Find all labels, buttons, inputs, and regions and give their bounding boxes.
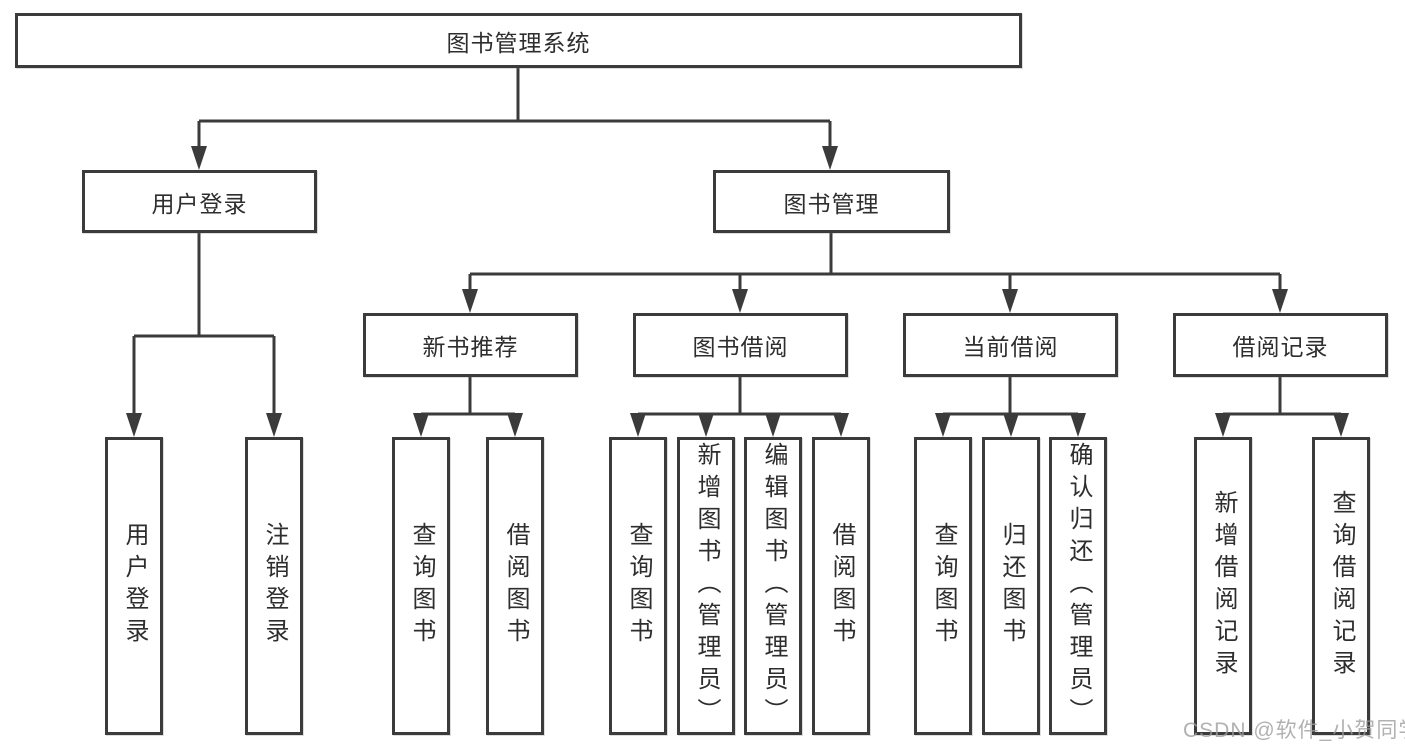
leaf-query-books-1: 查询图书 (392, 437, 450, 735)
leaf-edit-books-admin: 编辑图书（管理员） (744, 437, 802, 735)
leaf-query-borrow-record-label: 查询借阅记录 (1328, 490, 1355, 682)
node-library-system-label: 图书管理系统 (446, 29, 591, 56)
leaf-borrow-books-2-label: 借阅图书 (828, 522, 855, 650)
leaf-borrow-books-1-label: 借阅图书 (502, 522, 529, 650)
leaf-return-books: 归还图书 (982, 437, 1040, 735)
leaf-user-login-label: 用户登录 (121, 522, 148, 650)
leaf-query-books-3-label: 查询图书 (930, 522, 957, 650)
leaf-borrow-books-1: 借阅图书 (486, 437, 544, 735)
node-user-login-label: 用户登录 (151, 190, 248, 217)
leaf-query-books-2-label: 查询图书 (625, 522, 652, 650)
leaf-add-borrow-record-label: 新增借阅记录 (1210, 490, 1237, 682)
leaf-query-borrow-record: 查询借阅记录 (1312, 437, 1370, 735)
leaf-query-books-2: 查询图书 (609, 437, 667, 735)
leaf-logout-label: 注销登录 (261, 522, 288, 650)
node-book-borrow: 图书借阅 (633, 313, 848, 377)
node-current-borrow: 当前借阅 (903, 313, 1118, 377)
leaf-confirm-return-admin: 确认归还（管理员） (1049, 437, 1107, 735)
node-borrow-records: 借阅记录 (1173, 313, 1388, 377)
csdn-watermark: CSDN @软件_小贺同学 (1183, 719, 1405, 742)
node-library-system: 图书管理系统 (15, 13, 1022, 68)
node-borrow-records-label: 借阅记录 (1232, 334, 1329, 360)
node-user-login: 用户登录 (82, 170, 317, 233)
node-new-book-recommend: 新书推荐 (363, 313, 578, 377)
leaf-logout: 注销登录 (245, 437, 303, 735)
leaf-user-login: 用户登录 (105, 437, 163, 735)
leaf-return-books-label: 归还图书 (998, 522, 1025, 650)
leaf-add-books-admin: 新增图书（管理员） (677, 437, 735, 735)
node-book-management: 图书管理 (713, 170, 950, 233)
leaf-add-books-admin-label: 新增图书（管理员） (693, 442, 720, 730)
leaf-add-borrow-record: 新增借阅记录 (1194, 437, 1252, 735)
node-book-borrow-label: 图书借阅 (692, 334, 789, 360)
leaf-query-books-1-label: 查询图书 (408, 522, 435, 650)
leaf-edit-books-admin-label: 编辑图书（管理员） (760, 442, 787, 730)
leaf-confirm-return-admin-label: 确认归还（管理员） (1065, 442, 1092, 730)
node-book-management-label: 图书管理 (783, 190, 880, 217)
node-new-book-recommend-label: 新书推荐 (422, 334, 519, 360)
leaf-borrow-books-2: 借阅图书 (812, 437, 870, 735)
leaf-query-books-3: 查询图书 (914, 437, 972, 735)
node-current-borrow-label: 当前借阅 (962, 334, 1059, 360)
